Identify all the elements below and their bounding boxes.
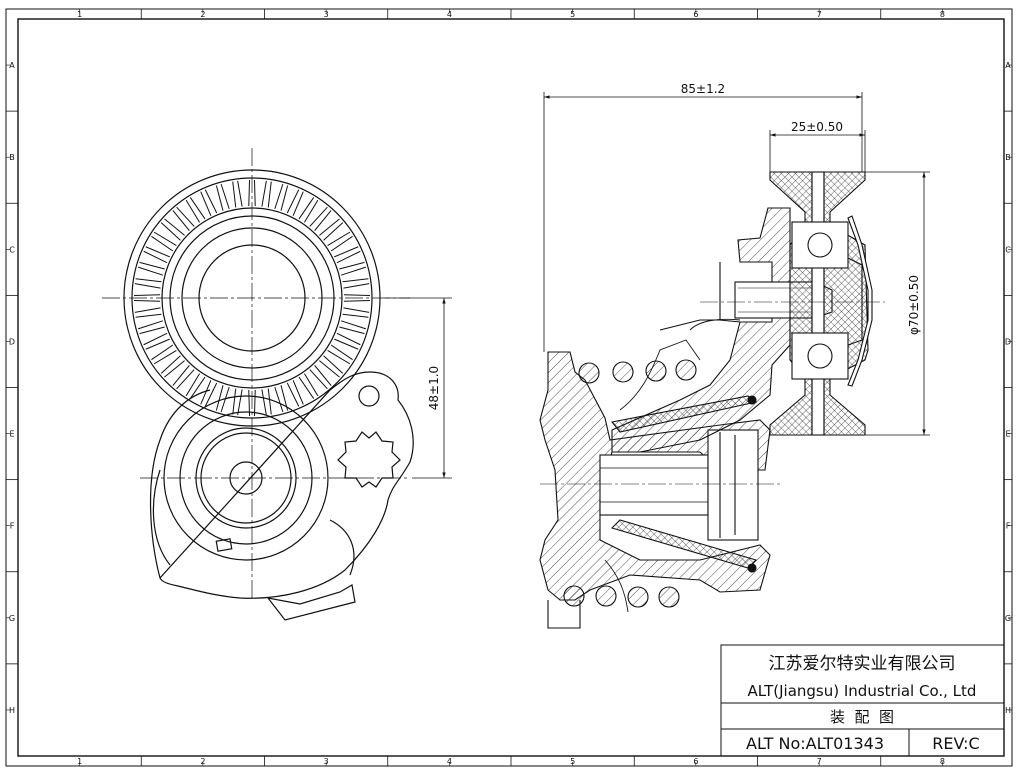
torsion-spring-coils [563,359,697,608]
section-view [539,171,885,629]
zone-col-2-bottom: 2 [200,757,205,766]
zone-col-2-top: 2 [200,10,205,19]
revision: REV:C [932,734,979,753]
zone-row-C-right: C [1005,245,1011,254]
pulley-diameter-label: φ70±0.50 [907,275,921,335]
zone-row-F-right: F [1006,522,1011,531]
zone-row-C-left: C [9,245,15,254]
tensioner-arm-tail [266,584,356,621]
pulley-ribs [134,180,370,416]
pulley-width-dimension [769,130,866,172]
pulley-diameter-dimension [865,171,930,436]
zone-col-7-top: 7 [817,10,822,19]
zone-row-D-right: D [1005,337,1011,346]
zone-col-6-bottom: 6 [693,757,698,766]
zone-col-4-top: 4 [447,10,452,19]
zone-col-4-bottom: 4 [447,757,452,766]
zone-row-G-left: G [9,614,15,623]
pulley-width-label: 25±0.50 [791,120,843,134]
zone-row-E-left: E [9,430,14,439]
overall-width-dimension [543,92,863,352]
zone-col-8-bottom: 8 [940,757,945,766]
front-view [102,148,414,621]
zone-row-H-left: H [9,706,15,715]
star-drive-hole [337,431,401,488]
arm-section [611,207,791,453]
zone-col-5-top: 5 [570,10,575,19]
zone-col-7-bottom: 7 [817,757,822,766]
zone-col-3-top: 3 [324,10,329,19]
company-name-cn: 江苏爱尔特实业有限公司 [769,654,956,674]
zone-col-1-bottom: 1 [77,757,82,766]
mounting-hole [358,385,380,407]
pivot-bore [599,454,709,516]
company-name-en: ALT(Jiangsu) Industrial Co., Ltd [748,682,977,700]
sheet-border [5,8,1013,767]
drawing-title: 装 配 图 [830,708,894,726]
zone-row-D-left: D [9,337,15,346]
overall-width-label: 85±1.2 [681,82,725,96]
dust-cap [847,215,873,387]
title-block [720,644,1005,757]
zone-col-1-top: 1 [77,10,82,19]
center-distance-dimension [385,297,452,479]
zone-row-A-left: A [9,61,15,70]
center-distance-label: 48±1.0 [427,366,441,410]
zone-col-8-top: 8 [940,10,945,19]
zone-row-E-right: E [1005,430,1010,439]
o-ring [747,395,757,405]
zone-row-A-right: A [1005,61,1011,70]
zone-row-B-right: B [1005,153,1011,162]
zone-col-6-top: 6 [693,10,698,19]
tensioner-arm-outline [149,371,414,599]
part-number: ALT No:ALT01343 [746,734,884,753]
zone-row-H-right: H [1005,706,1011,715]
zone-row-B-left: B [9,153,15,162]
zone-col-5-bottom: 5 [570,757,575,766]
zone-row-F-left: F [10,522,15,531]
zone-col-3-bottom: 3 [324,757,329,766]
zone-row-G-right: G [1005,614,1011,623]
